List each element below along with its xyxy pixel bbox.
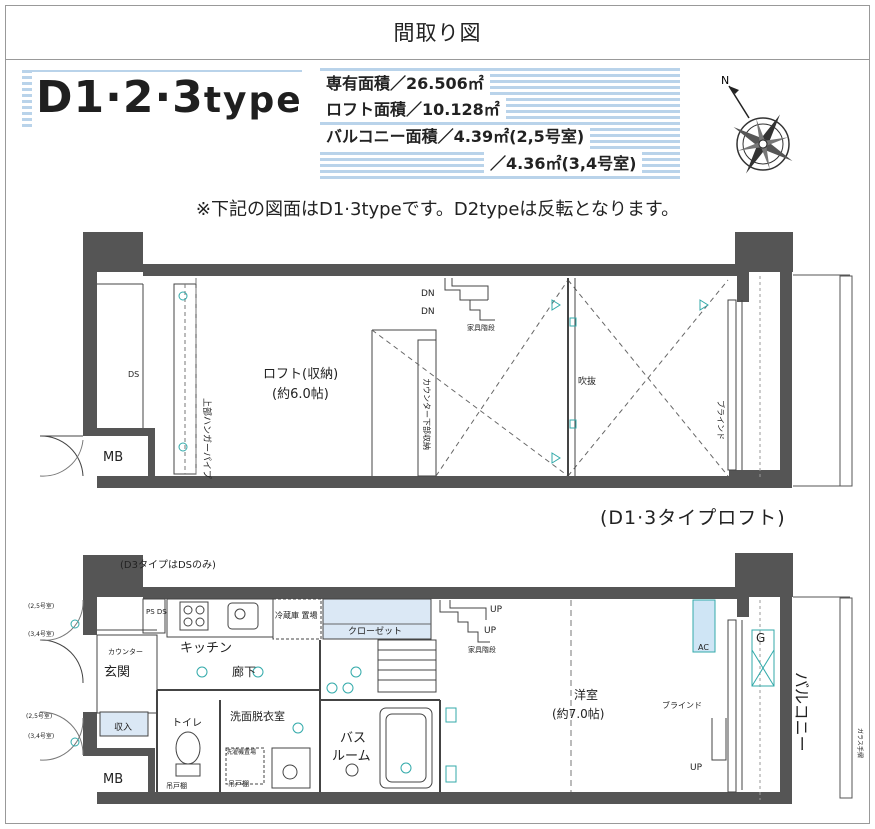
western-room-size: (約7.0帖) [552,706,604,721]
loft-dn-1: DN [421,289,435,299]
room-note-1: (2,5号室) [28,602,54,610]
loft-plan: DS MB ロフト(収納) (約6.0帖) 上部ハンガーパイプ カウンター下部収… [39,232,853,488]
ac-label: AC [698,643,709,652]
type-block: D1·2·3type [22,70,309,130]
loft-room-label: ロフト(収納) [263,367,338,382]
main-floor-plan: (D3タイプはDSのみ) PS DS 冷蔵庫 置場 クローゼット UP UP 家… [26,553,864,804]
kitchen-label: キッチン [180,641,232,656]
d3-note: (D3タイプはDSのみ) [120,559,216,571]
north-label: N [721,74,729,87]
gas-label: G [756,631,765,645]
corridor-label: 廊下 [232,664,256,679]
cupboard-label-2: 吊戸棚 [228,779,249,788]
balcony-label: バルコニー [792,672,811,752]
balcony-area: バルコニー面積／4.39㎡(2,5号室) [320,125,591,149]
type-label: D1·2·3type [32,72,309,127]
western-room-label: 洋室 [574,687,598,702]
balcony-area-alt: ／4.36㎡(3,4号室) [484,152,643,176]
compass-rose-icon: N [715,70,805,180]
main-mb-label: MB [103,772,123,787]
bath-label-2: ルーム [332,749,371,764]
counter-storage-label: カウンター下部収納 [422,378,432,450]
loft-caption: (D1·3タイプロフト) [600,507,786,529]
counter-label: カウンター [108,647,143,656]
hanger-pipe-label: 上部ハンガーパイプ [201,398,213,479]
outdoor-label: ガラス手摺 [856,728,864,758]
loft-ds-label: DS [128,370,139,379]
bath-label-1: バス [340,731,366,746]
room-note-3: (2,5号室) [26,712,52,720]
loft-furniture-step: 家具階段 [467,323,495,332]
loft-area: ロフト面積／10.128㎡ [320,98,506,122]
room-note-2: (3,4号室) [28,630,54,638]
storage-label: 収入 [114,721,132,733]
exclusive-area: 専有面積／26.506㎡ [320,72,490,96]
area-block: 専有面積／26.506㎡ ロフト面積／10.128㎡ バルコニー面積／4.39㎡… [320,68,680,182]
page-frame [5,5,870,824]
refrigerator-label: 冷蔵庫 置場 [275,610,318,620]
atrium-label: 吹抜 [578,375,596,387]
main-blind-label: ブラインド [662,700,702,710]
washroom-label: 洗面脱衣室 [230,709,285,723]
cupboard-label-1: 吊戸棚 [166,781,187,790]
washer-label: 洗濯機置場 [226,748,256,756]
ps-ds-label: PS DS [146,608,167,616]
entrance-label: 玄関 [104,665,130,680]
loft-dn-2: DN [421,307,435,317]
up-label-1: UP [490,605,503,615]
closet-label: クローゼット [348,625,402,637]
room-note-4: (3,4号室) [28,732,54,740]
up-label-3: UP [690,763,703,773]
toilet-label: トイレ [172,718,202,729]
loft-blind-label: ブラインド [716,400,726,440]
type-label-suffix: type [203,80,303,121]
plan-note: ※下記の図面はD1·3typeです。D2typeは反転となります。 [195,199,680,220]
type-label-main: D1·2·3 [36,72,204,123]
floor-furniture-step: 家具階段 [468,645,496,654]
page-title: 間取り図 [5,5,870,60]
up-label-2: UP [484,626,497,636]
loft-room-size: (約6.0帖) [272,387,329,402]
loft-mb-label: MB [103,450,123,465]
